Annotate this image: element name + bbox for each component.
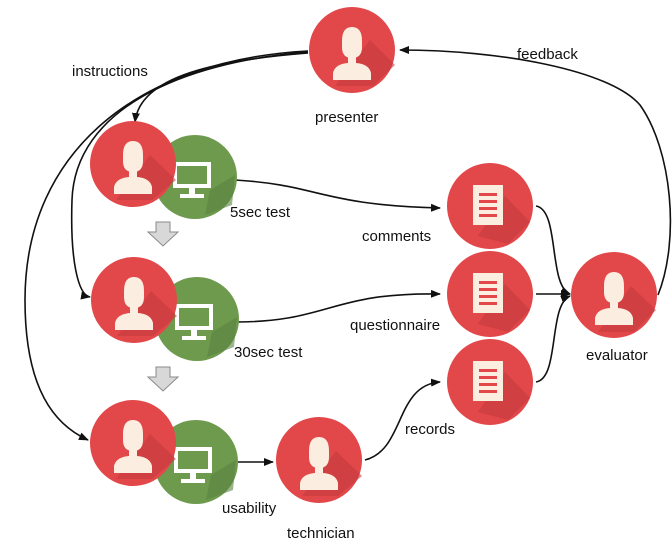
document-icon bbox=[473, 185, 503, 225]
arrow-records-to-evaluator bbox=[535, 295, 571, 383]
comments-label: comments bbox=[362, 228, 431, 245]
presenter-node bbox=[309, 7, 395, 93]
arrow-30sec-to-questionnaire bbox=[234, 289, 441, 323]
arrow-comments-to-evaluator bbox=[535, 205, 571, 295]
questionnaire-document-node bbox=[447, 251, 533, 337]
participant-node-usability bbox=[90, 400, 176, 486]
presenter-label: presenter bbox=[315, 109, 378, 126]
connectors bbox=[24, 46, 672, 466]
records-label: records bbox=[405, 421, 455, 438]
questionnaire-label: questionnaire bbox=[350, 317, 440, 334]
document-icon bbox=[473, 361, 503, 401]
usability-label: usability bbox=[222, 500, 277, 517]
arrow-5sec-to-comments bbox=[234, 179, 441, 212]
test-30sec-label: 30sec test bbox=[234, 344, 303, 361]
feedback-arrow bbox=[399, 46, 672, 296]
records-document-node bbox=[447, 339, 533, 425]
participant-node-30sec bbox=[91, 257, 177, 343]
participant-node-5sec bbox=[90, 121, 176, 207]
comments-document-node bbox=[447, 163, 533, 249]
instructions-arrow-to-usability bbox=[24, 50, 309, 441]
down-arrow-icon bbox=[146, 221, 180, 247]
arrow-technician-to-records bbox=[364, 378, 441, 461]
technician-label: technician bbox=[287, 525, 355, 542]
test-5sec-label: 5sec test bbox=[230, 204, 291, 221]
feedback-label: feedback bbox=[517, 46, 578, 63]
evaluator-label: evaluator bbox=[586, 347, 648, 364]
technician-node bbox=[276, 417, 362, 503]
document-icon bbox=[473, 273, 503, 313]
instructions-label: instructions bbox=[72, 63, 148, 80]
instructions-arrow-to-30sec bbox=[70, 51, 309, 300]
evaluator-node bbox=[571, 252, 657, 338]
down-arrow-icon bbox=[146, 366, 180, 392]
